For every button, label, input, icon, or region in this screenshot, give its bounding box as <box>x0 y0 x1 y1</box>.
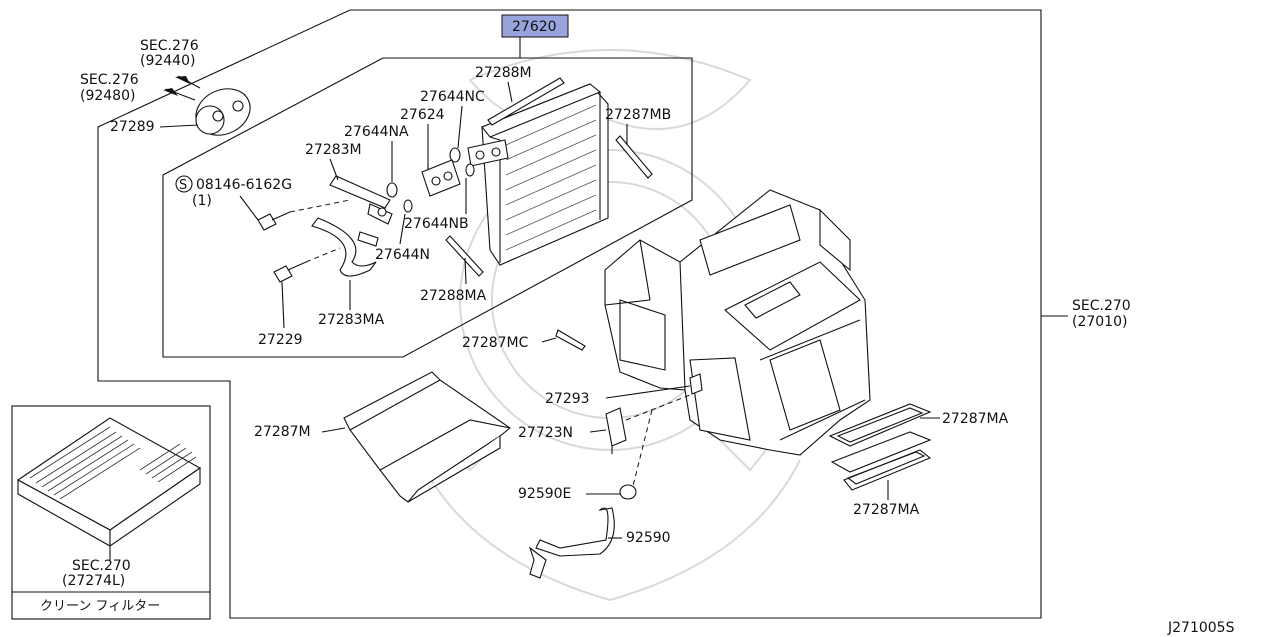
callout-08146-6162G[interactable]: 08146-6162G <box>196 177 292 193</box>
o-ring-27644NC-part <box>449 147 461 163</box>
bolt-part <box>257 211 291 231</box>
callout-27287MA-1[interactable]: 27287MA <box>942 411 1009 427</box>
callout-sec276-a-ref[interactable]: (92440) <box>140 53 195 69</box>
callout-27644NB[interactable]: 27644NB <box>404 216 469 232</box>
gasket-27287MA-part-2 <box>830 431 932 491</box>
callout-27644NC[interactable]: 27644NC <box>420 89 485 105</box>
filter-caption: クリーン フィルター <box>40 599 160 614</box>
callout-27624[interactable]: 27624 <box>400 107 445 123</box>
drain-hose-92590-part <box>528 507 615 579</box>
callout-sec276-b[interactable]: SEC.276 <box>80 72 139 88</box>
callout-27283M[interactable]: 27283M <box>305 142 362 158</box>
evaporator-core-part <box>467 83 609 266</box>
callout-27283MA[interactable]: 27283MA <box>318 312 385 328</box>
callout-27288MA[interactable]: 27288MA <box>420 288 487 304</box>
callout-27293[interactable]: 27293 <box>545 391 590 407</box>
filter-sec[interactable]: SEC.270 <box>72 558 131 574</box>
cooling-unit-housing-part <box>604 189 871 456</box>
diagram-code: J271005S <box>1167 620 1235 636</box>
callout-bolt-qty: (1) <box>192 193 212 209</box>
o-ring-27644N-part <box>403 199 413 213</box>
evaporator-group-frame <box>162 57 693 358</box>
bolt-27229-part <box>273 261 307 283</box>
expansion-valve-part <box>421 159 461 197</box>
pipe-27283MA-part <box>311 217 379 277</box>
callout-27229[interactable]: 27229 <box>258 332 303 348</box>
callout-27644N[interactable]: 27644N <box>375 247 430 263</box>
gasket-27287MA-part-1 <box>828 403 932 447</box>
callout-27723N[interactable]: 27723N <box>518 425 573 441</box>
callout-92590E[interactable]: 92590E <box>518 486 571 502</box>
callout-sec270[interactable]: SEC.270 <box>1072 298 1131 314</box>
o-ring-27644NA-part <box>386 182 398 198</box>
filter-ref[interactable]: (27274L) <box>62 573 125 589</box>
seal-27287MC-part <box>555 329 586 351</box>
callout-27287MB[interactable]: 27287MB <box>605 107 671 123</box>
seal-strip-27288M-part <box>487 77 565 126</box>
callout-27620[interactable]: 27620 <box>512 19 557 35</box>
o-ring-27644NB-part <box>465 163 475 177</box>
seal-strip-27287MB-part <box>615 135 653 179</box>
duct-27287M-part <box>343 371 511 503</box>
callout-27644NA[interactable]: 27644NA <box>344 124 409 140</box>
clip-27293-part <box>689 373 703 395</box>
sensor-27723N-part <box>605 407 627 454</box>
callout-27287MA-2[interactable]: 27287MA <box>853 502 920 518</box>
drain-cap-92590E-part <box>619 484 637 500</box>
callout-27287MC[interactable]: 27287MC <box>462 335 529 351</box>
filter-frame <box>11 405 211 620</box>
callout-sec276-a[interactable]: SEC.276 <box>140 38 199 54</box>
callout-27288M[interactable]: 27288M <box>475 65 532 81</box>
arrow-icon <box>163 75 201 101</box>
main-frame <box>97 9 1042 619</box>
callout-27289[interactable]: 27289 <box>110 119 155 135</box>
callout-sec276-b-ref[interactable]: (92480) <box>80 88 135 104</box>
pipe-27283M-part <box>329 175 393 225</box>
bolt-symbol-icon <box>175 175 193 193</box>
grommet-part <box>195 88 251 136</box>
cabin-filter-part <box>16 417 202 548</box>
callout-92590[interactable]: 92590 <box>626 530 671 546</box>
callout-27287M[interactable]: 27287M <box>254 424 311 440</box>
callout-sec270-ref[interactable]: (27010) <box>1072 314 1127 330</box>
bolt-symbol-letter: S <box>179 178 187 193</box>
callout-27620-highlight[interactable] <box>501 14 569 38</box>
seal-strip-27288MA-part <box>445 235 484 277</box>
